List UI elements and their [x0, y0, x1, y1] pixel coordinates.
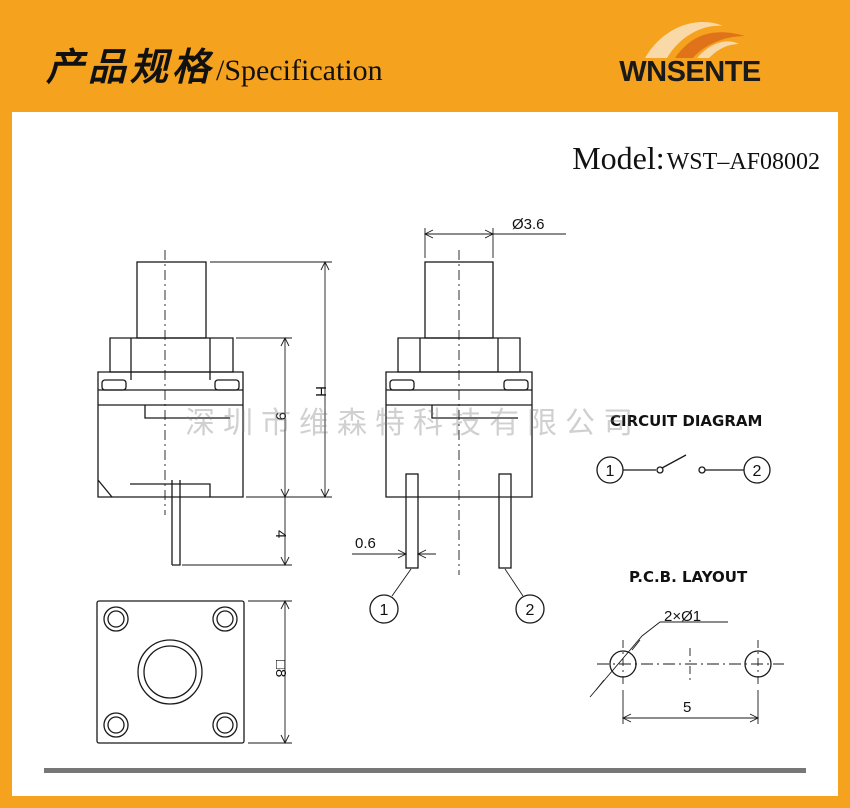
pin2-callout: 2: [526, 602, 535, 619]
company-watermark: 深圳市维森特科技有限公司: [185, 406, 641, 441]
circuit-diagram-heading: CIRCUIT DIAGRAM: [610, 412, 762, 430]
title-english: /Specification: [216, 54, 383, 87]
pin-width-label: 0.6: [355, 535, 376, 552]
drawing-panel: [12, 112, 838, 796]
model-label: Model:: [572, 140, 665, 176]
page-header: 产品规格 /Specification: [46, 36, 383, 96]
title-chinese: 产品规格: [46, 44, 215, 89]
square-size-label: □8: [272, 660, 289, 677]
pin1-callout: 1: [380, 602, 389, 619]
circuit-pin1: 1: [606, 463, 615, 480]
pcb-layout-heading: P.C.B. LAYOUT: [629, 568, 748, 586]
diameter-label: Ø3.6: [512, 216, 545, 233]
body-height-label: 9: [272, 412, 289, 420]
hole-spec-label: 2×Ø1: [664, 608, 701, 625]
pcb-layout: [589, 621, 784, 724]
hole-pitch-label: 5: [683, 699, 691, 716]
front-view: [98, 250, 332, 567]
model-value: WST–AF08002: [666, 149, 820, 175]
model-number: Model: WST–AF08002: [572, 140, 820, 177]
circuit-diagram: [596, 454, 771, 484]
circuit-pin2: 2: [753, 463, 762, 480]
pin-length-label: 4: [272, 530, 289, 538]
side-view: [352, 228, 566, 624]
height-label: H: [312, 386, 329, 397]
logo-wordmark: WNSENTE: [619, 56, 761, 88]
bottom-divider: [44, 768, 806, 773]
flame-logo-icon: [645, 21, 745, 58]
top-view: [96, 599, 292, 745]
brand-logo: WNSENTE: [605, 14, 775, 98]
